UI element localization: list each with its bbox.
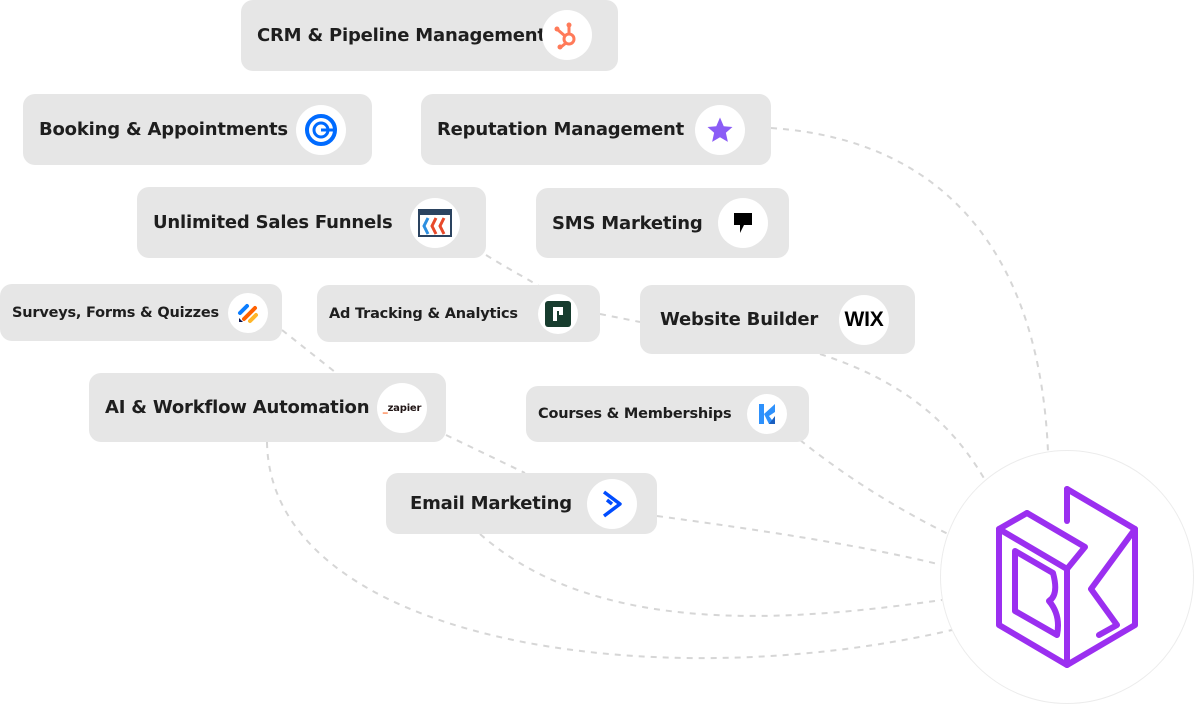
zapier-wordmark: zapier <box>387 402 422 414</box>
feature-label: AI & Workflow Automation <box>105 397 370 418</box>
analytics-icon <box>538 294 578 334</box>
feature-label: CRM & Pipeline Management <box>257 25 546 46</box>
connector-reputation <box>770 127 1049 453</box>
feature-booking: Booking & Appointments <box>23 94 372 165</box>
jotform-icon <box>228 293 268 333</box>
calendly-icon <box>296 105 346 155</box>
hub-logo-circle <box>940 450 1194 704</box>
sms-flag-icon <box>718 198 768 248</box>
feature-label: Email Marketing <box>410 493 572 514</box>
feature-crm: CRM & Pipeline Management <box>241 0 618 71</box>
connector-courses <box>799 439 951 536</box>
connector-website <box>819 353 986 481</box>
zapier-icon: _zapier <box>377 383 427 433</box>
hubspot-icon <box>542 10 592 60</box>
kajabi-icon <box>747 394 787 434</box>
bk-cube-logo <box>996 485 1138 668</box>
feature-label: Website Builder <box>660 309 819 330</box>
connector-adtracking <box>599 313 641 323</box>
connector-email-bottom <box>479 533 943 617</box>
connector-ai-bottom <box>266 441 953 660</box>
clickfunnels-icon <box>410 198 460 248</box>
activecampaign-icon <box>587 479 637 529</box>
feature-label: SMS Marketing <box>552 212 703 234</box>
feature-sms: SMS Marketing <box>536 188 789 258</box>
feature-email: Email Marketing <box>386 473 657 534</box>
feature-ai-automation: AI & Workflow Automation _zapier <box>89 373 446 442</box>
feature-adtracking: Ad Tracking & Analytics <box>317 285 600 342</box>
feature-funnels: Unlimited Sales Funnels <box>137 187 486 258</box>
feature-label: Reputation Management <box>437 119 685 140</box>
feature-website: Website Builder WIX <box>640 285 915 354</box>
feature-reputation: Reputation Management <box>421 94 771 165</box>
connector-email <box>656 515 943 566</box>
wix-icon: WIX <box>839 295 889 345</box>
star-icon <box>695 105 745 155</box>
feature-label: Unlimited Sales Funnels <box>153 212 393 233</box>
feature-surveys: Surveys, Forms & Quizzes <box>0 284 282 341</box>
feature-label: Ad Tracking & Analytics <box>329 305 518 322</box>
feature-courses: Courses & Memberships <box>526 386 809 442</box>
connector-ai <box>445 434 526 474</box>
feature-label: Courses & Memberships <box>538 406 732 422</box>
feature-label: Booking & Appointments <box>39 119 288 140</box>
feature-label: Surveys, Forms & Quizzes <box>12 304 219 321</box>
